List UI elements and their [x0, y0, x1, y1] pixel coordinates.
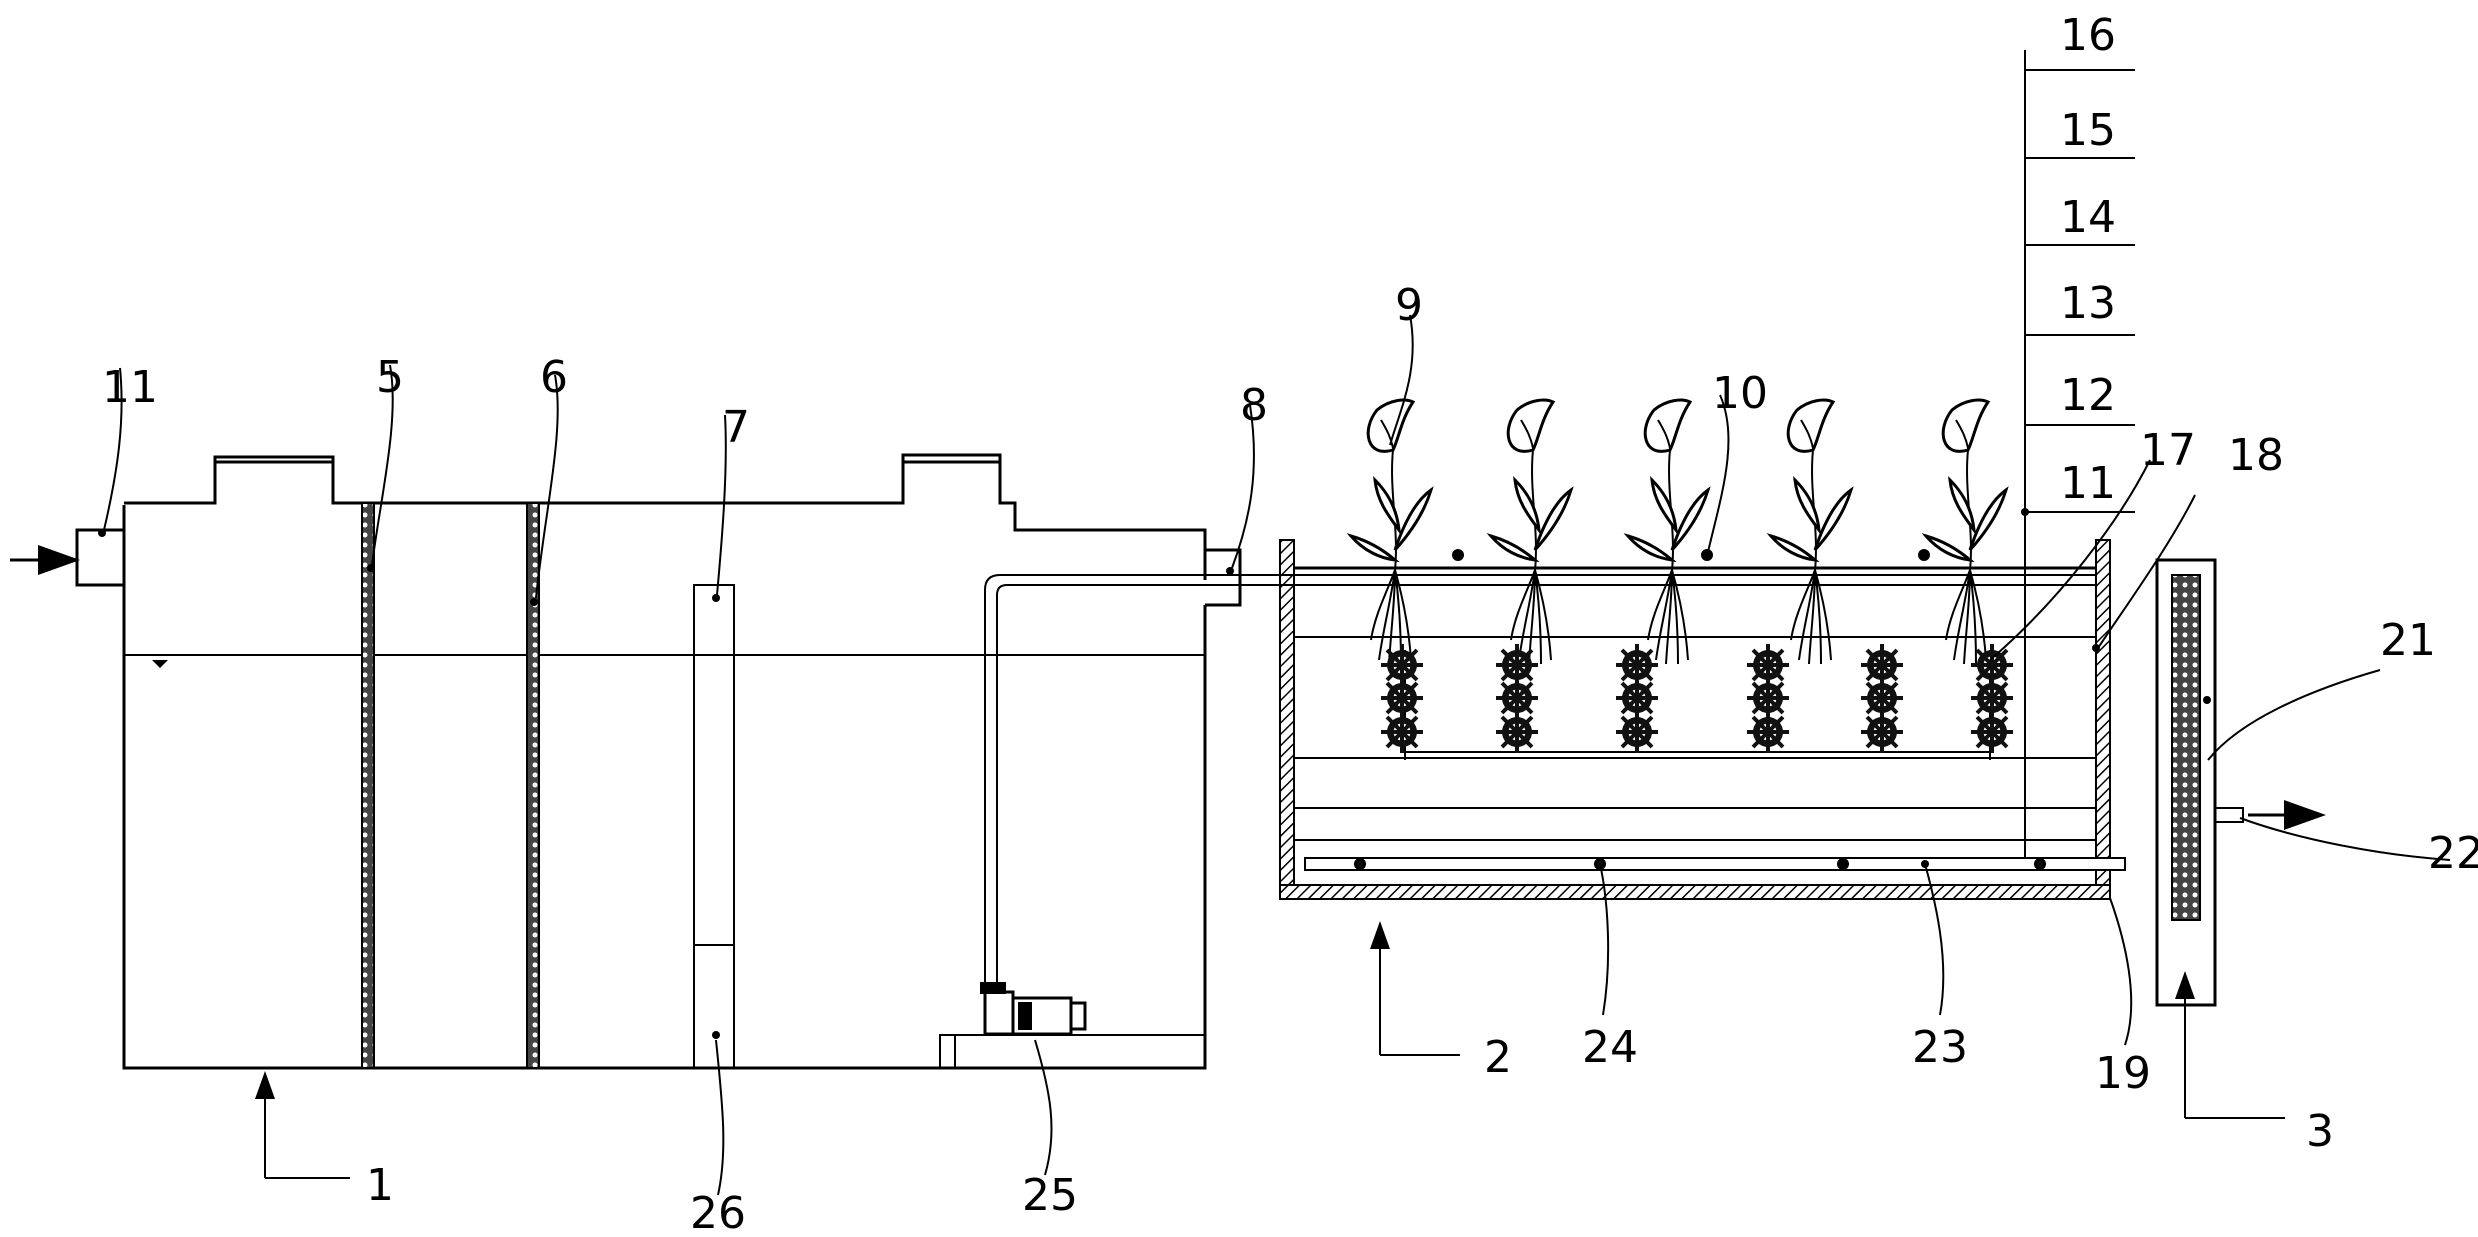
label-8: 8: [1240, 380, 1268, 431]
pump-base: [939, 1034, 1206, 1069]
label-15: 15: [2060, 105, 2116, 156]
label-19: 19: [2095, 1048, 2151, 1099]
media-balls: [1379, 642, 2015, 755]
label-22: 22: [2428, 828, 2478, 879]
label-25: 25: [1022, 1170, 1078, 1221]
column-7: [693, 584, 735, 1069]
label-26: 26: [690, 1188, 746, 1237]
filter-21: [2171, 574, 2201, 921]
tank-3: [2155, 558, 2326, 1007]
leader-lines: [103, 69, 2451, 1196]
label-9: 9: [1395, 280, 1423, 331]
label-18: 18: [2228, 430, 2284, 481]
label-21: 21: [2380, 615, 2436, 666]
aeration-pipe-23: [1304, 857, 2126, 871]
tank-1: [10, 453, 1242, 1070]
label-5: 5: [376, 352, 404, 403]
label-11a: 11: [102, 362, 158, 413]
label-23: 23: [1912, 1022, 1968, 1073]
label-1: 1: [366, 1160, 394, 1211]
label-17: 17: [2140, 425, 2196, 476]
label-2: 2: [1484, 1032, 1512, 1083]
partition-6: [526, 502, 540, 1069]
pump-25: [980, 982, 1087, 1036]
label-14: 14: [2060, 192, 2116, 243]
label-10: 10: [1712, 368, 1768, 419]
label-16: 16: [2060, 10, 2116, 61]
label-13: 13: [2060, 278, 2116, 329]
labels: 11 5 6 7 8 9 10 16 15 14 13 12 11 17 18 …: [102, 10, 2478, 1237]
partition-5: [361, 502, 375, 1069]
label-24: 24: [1582, 1022, 1638, 1073]
tank-2: [1240, 50, 2126, 900]
label-3: 3: [2306, 1106, 2334, 1157]
label-11b: 11: [2060, 458, 2116, 509]
label-12: 12: [2060, 370, 2116, 421]
label-6: 6: [540, 352, 568, 403]
label-7: 7: [722, 402, 750, 453]
